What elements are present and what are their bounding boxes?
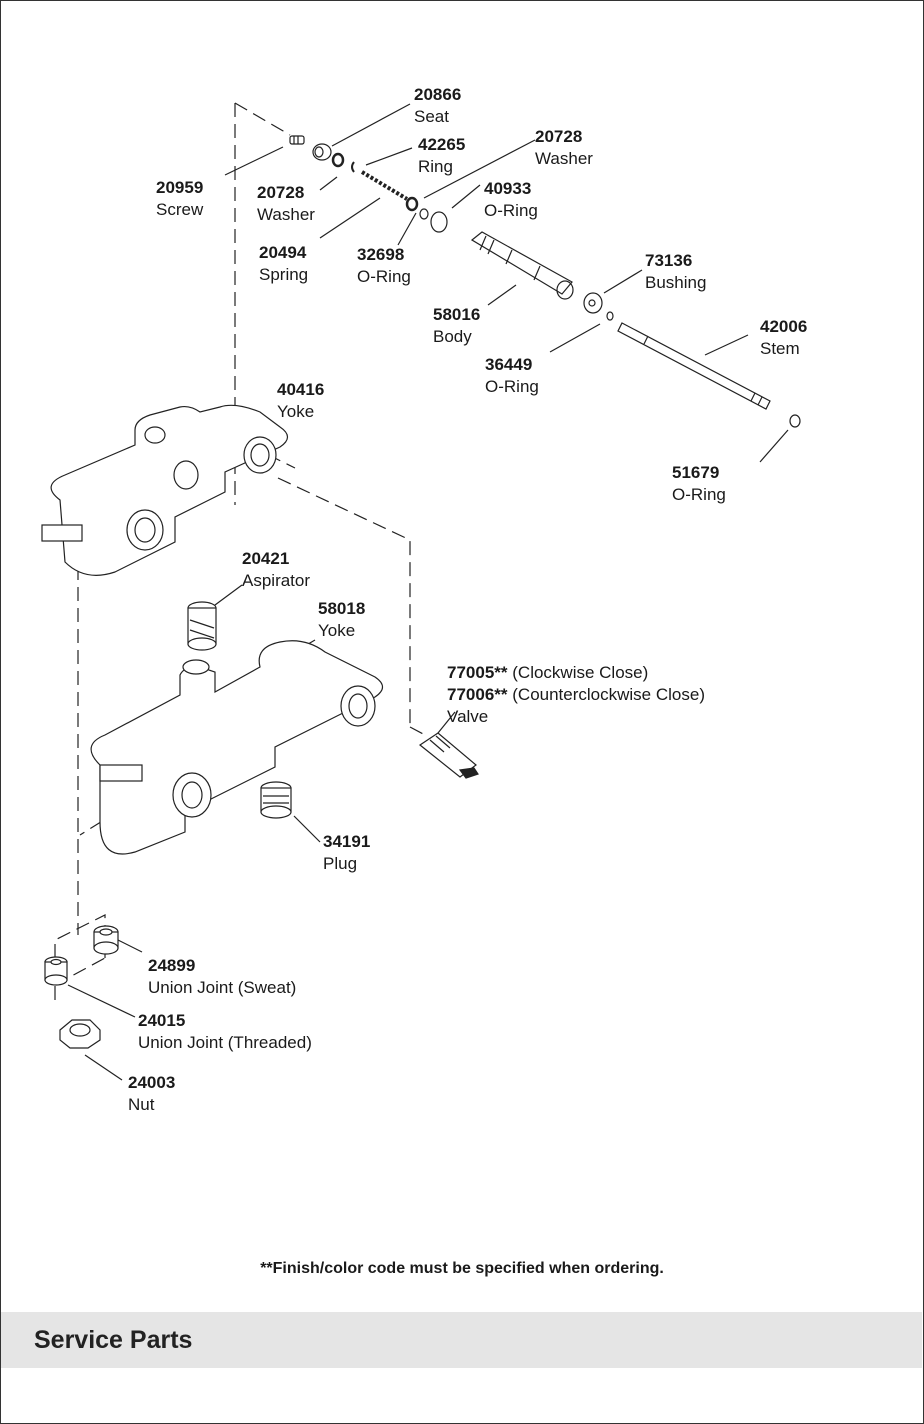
oring-36449 [606, 311, 614, 321]
label-77006: 77006** (Counterclockwise Close) [447, 685, 705, 704]
label-77005: 77005** (Clockwise Close) [447, 663, 649, 682]
screw-part [289, 135, 305, 145]
washer-part-b [405, 196, 419, 212]
union-joint-threaded-part [44, 956, 68, 986]
seat-part [312, 143, 332, 161]
ordering-footnote: **Finish/color code must be specified wh… [260, 1260, 664, 1277]
section-header-band: Service Parts [1, 1312, 922, 1368]
oring-32698 [419, 208, 429, 220]
union-joint-sweat-part [93, 925, 119, 955]
body-part [470, 231, 574, 300]
nut-part [59, 1019, 101, 1049]
bushing-part [583, 292, 603, 314]
aspirator-part [187, 601, 217, 651]
oring-40933 [430, 211, 448, 233]
oring-51679 [789, 414, 801, 428]
yoke-40416-part [41, 404, 289, 576]
ring-part [351, 161, 355, 173]
section-title: Service Parts [34, 1326, 193, 1354]
leader-lines [67, 103, 789, 1081]
label-valve: Valve [447, 707, 489, 726]
valve-part [418, 732, 479, 779]
plug-part [260, 781, 292, 819]
spring-part [360, 170, 409, 201]
yoke-58018-part [90, 640, 384, 855]
washer-part-a [331, 152, 345, 168]
stem-part [617, 322, 771, 410]
